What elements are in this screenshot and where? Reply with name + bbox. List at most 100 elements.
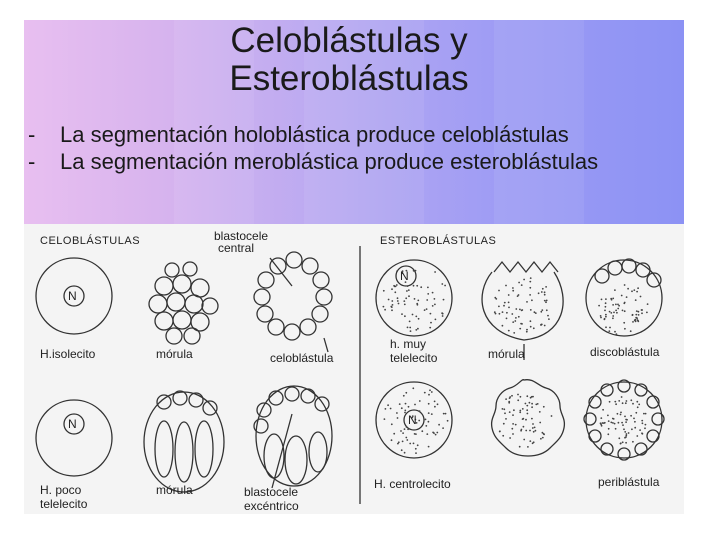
yolk-speckle <box>541 309 543 311</box>
yolk-speckle <box>620 443 622 445</box>
yolk-speckle <box>402 441 404 443</box>
yolk-speckle <box>427 287 429 289</box>
bullet-dash: - <box>28 122 35 147</box>
yolk-speckle <box>621 422 623 424</box>
nucleus-label: N <box>400 269 409 283</box>
bullet-dash: - <box>28 149 35 174</box>
yolk-speckle <box>605 302 607 304</box>
yolk-speckle <box>387 404 389 406</box>
yolk-speckle <box>508 294 510 296</box>
yolk-speckle <box>426 433 428 435</box>
yolk-speckle <box>609 401 611 403</box>
periblastula-drawing <box>584 380 664 460</box>
yolk-speckle <box>601 299 603 301</box>
yolk-speckle <box>625 435 627 437</box>
yolk-speckle <box>626 400 628 402</box>
yolk-speckle <box>636 291 638 293</box>
yolk-speckle <box>409 327 411 329</box>
caption-h-poco-telelecito-1: H. poco <box>40 483 82 497</box>
yolk-speckle <box>391 423 393 425</box>
yolk-speckle <box>504 412 506 414</box>
yolk-speckle <box>639 429 641 431</box>
yolk-speckle <box>622 310 624 312</box>
yolk-speckle <box>401 407 403 409</box>
yolk-speckle <box>529 281 531 283</box>
yolk-speckle <box>512 321 514 323</box>
yolk-speckle <box>641 309 643 311</box>
yolk-speckle <box>502 311 504 313</box>
yolk-speckle <box>642 433 644 435</box>
yolk-speckle <box>530 277 532 279</box>
yolk-speckle <box>545 286 547 288</box>
yolk-speckle <box>426 299 428 301</box>
yolk-speckle <box>519 328 521 330</box>
yolk-speckle <box>384 309 386 311</box>
yolk-speckle <box>408 295 410 297</box>
yolk-speckle <box>517 394 519 396</box>
yolk-speckle <box>509 397 511 399</box>
yolk-speckle <box>544 300 546 302</box>
yolk-speckle <box>632 314 634 316</box>
yolk-speckle <box>406 439 408 441</box>
yolk-speckle <box>617 308 619 310</box>
yolk-speckle <box>437 403 439 405</box>
yolk-speckle <box>427 293 429 295</box>
yolk-speckle <box>384 418 386 420</box>
annotation-blastocele-central-2: central <box>218 241 254 255</box>
yolk-speckle <box>547 315 549 317</box>
yolk-speckle <box>631 428 633 430</box>
yolk-speckle <box>633 289 635 291</box>
yolk-speckle <box>526 331 528 333</box>
yolk-speckle <box>613 312 615 314</box>
yolk-speckle <box>414 404 416 406</box>
yolk-speckle <box>610 298 612 300</box>
yolk-speckle <box>509 437 511 439</box>
yolk-speckle <box>415 316 417 318</box>
yolk-speckle <box>385 408 387 410</box>
yolk-speckle <box>608 330 610 332</box>
yolk-speckle <box>609 327 611 329</box>
yolk-speckle <box>636 435 638 437</box>
yolk-speckle <box>630 330 632 332</box>
nucleus-label: N <box>68 417 77 431</box>
yolk-speckle <box>616 312 618 314</box>
yolk-speckle <box>445 413 447 415</box>
morula-bottom-drawing <box>144 391 224 492</box>
yolk-speckle <box>605 298 607 300</box>
yolk-speckle <box>602 409 604 411</box>
morula-right-drawing <box>482 262 563 360</box>
yolk-speckle <box>424 392 426 394</box>
yolk-speckle <box>526 405 528 407</box>
yolk-speckle <box>396 284 398 286</box>
yolk-speckle <box>625 442 627 444</box>
yolk-speckle <box>416 285 418 287</box>
yolk-speckle <box>494 297 496 299</box>
yolk-speckle <box>499 313 501 315</box>
yolk-speckle <box>424 309 426 311</box>
yolk-speckle <box>531 406 533 408</box>
yolk-speckle <box>637 406 639 408</box>
yolk-speckle <box>604 310 606 312</box>
yolk-speckle <box>612 304 614 306</box>
yolk-speckle <box>546 300 548 302</box>
nucleus-label: N <box>408 413 417 427</box>
morula-drawing <box>149 262 218 344</box>
yolk-speckle <box>438 424 440 426</box>
yolk-speckle <box>630 415 632 417</box>
yolk-speckle <box>598 305 600 307</box>
bullet-text: La segmentación meroblástica produce est… <box>60 149 598 174</box>
yolk-speckle <box>523 279 525 281</box>
yolk-speckle <box>408 406 410 408</box>
yolk-speckle <box>523 439 525 441</box>
yolk-speckle <box>505 418 507 420</box>
yolk-speckle <box>612 422 614 424</box>
yolk-speckle <box>401 449 403 451</box>
annotation-blastocele-excentrico-2: excéntrico <box>244 499 299 513</box>
title-line-1: Celoblástulas y <box>24 22 684 60</box>
yolk-speckle <box>509 411 511 413</box>
yolk-speckle <box>534 427 536 429</box>
bullet-list: - La segmentación holoblástica produce c… <box>28 122 678 176</box>
yolk-speckle <box>441 283 443 285</box>
yolk-speckle <box>527 413 529 415</box>
yolk-speckle <box>397 417 399 419</box>
